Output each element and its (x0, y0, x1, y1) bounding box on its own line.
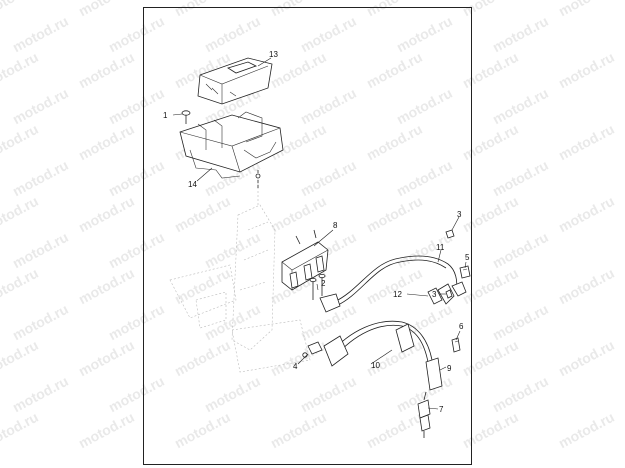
callout-4: 4 (293, 362, 298, 371)
diagram-frame (143, 7, 472, 465)
callout-7: 7 (439, 405, 444, 414)
callout-3-boot-clip: 3 (432, 290, 437, 299)
ecu-bracket (179, 111, 284, 190)
clip-part-3b (445, 289, 453, 299)
callout-6: 6 (459, 322, 464, 331)
ht-lead-11 (319, 255, 467, 313)
callout-12: 12 (393, 290, 402, 299)
callout-3-clip: 3 (457, 210, 462, 219)
callout-11: 11 (436, 243, 445, 252)
bolt-part (181, 110, 191, 124)
clip-part-6 (451, 337, 461, 353)
callout-2: 2 (321, 279, 326, 288)
callout-13: 13 (269, 50, 278, 59)
callout-1: 1 (163, 111, 168, 120)
lead-boot-12 (427, 287, 443, 305)
plug-cap-9 (425, 357, 443, 391)
ignition-coil (281, 229, 329, 291)
callout-14: 14 (188, 180, 197, 189)
callout-labels: 1 2 3 3 4 5 6 7 8 9 10 11 12 13 14 (163, 50, 470, 414)
retainer-part-4 (302, 341, 323, 358)
coil-screw (309, 273, 326, 300)
leader-lines (172, 57, 467, 410)
callout-10: 10 (371, 361, 380, 370)
ecu-module (197, 57, 273, 105)
callout-5: 5 (465, 253, 470, 262)
callout-8: 8 (333, 221, 338, 230)
clip-part-3a (445, 229, 455, 239)
spark-plug-7 (417, 391, 431, 438)
callout-9: 9 (447, 364, 452, 373)
ht-lead-10 (323, 320, 433, 367)
